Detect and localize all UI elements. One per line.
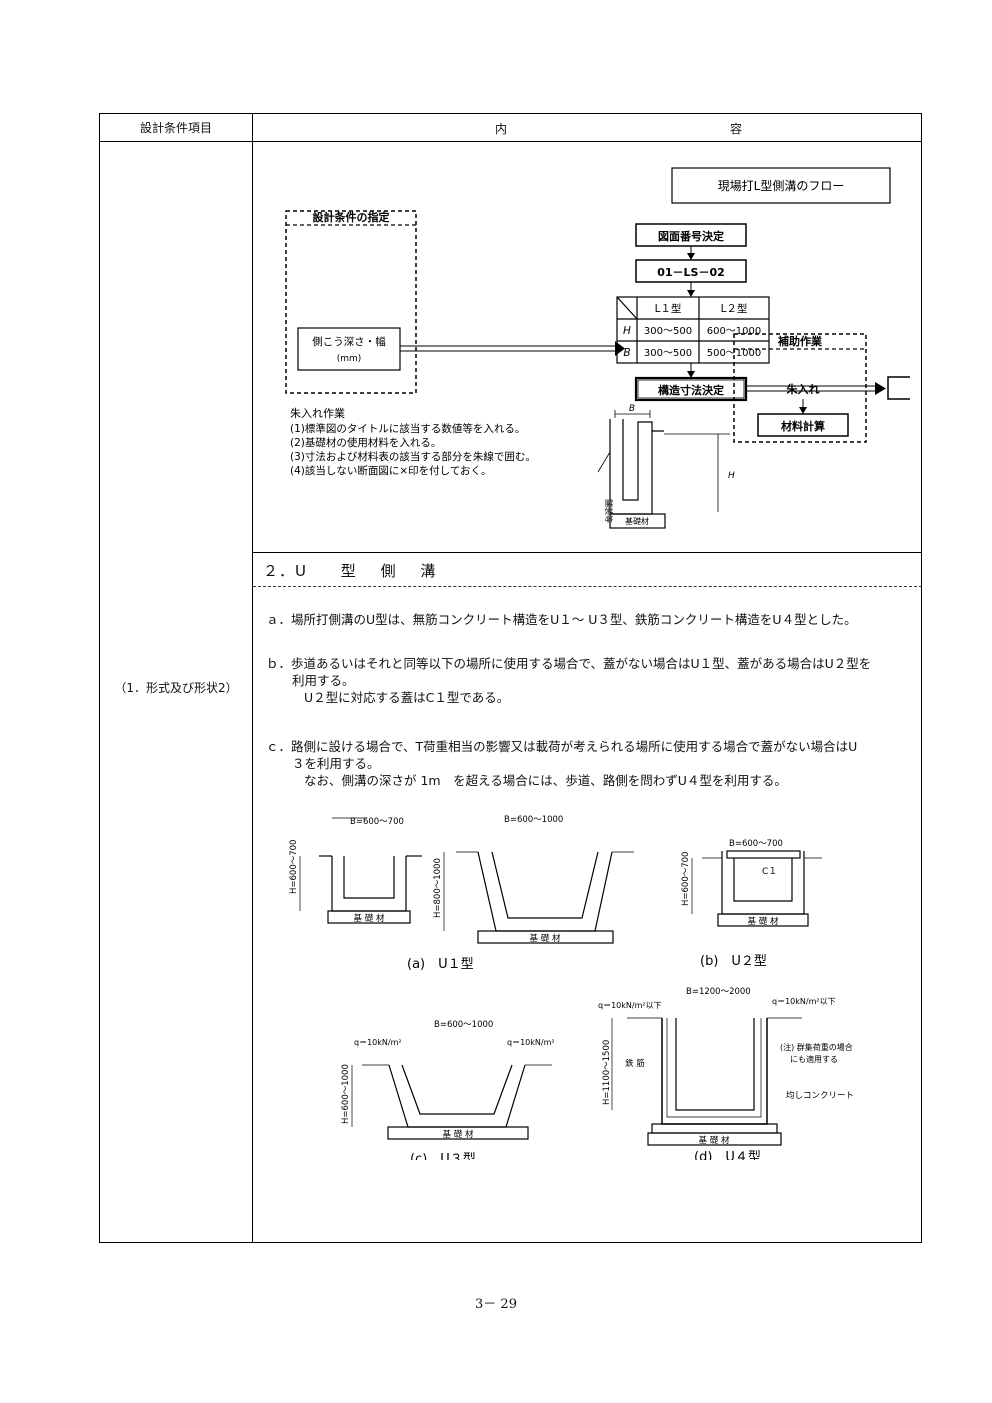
header-content-2: 容 [730,122,743,136]
u3-h-label: H=600～1000 [341,1064,351,1124]
u4-note-2: にも適用する [790,1054,838,1064]
h-l1: 300～500 [644,326,692,337]
paragraph-b-2: 利用する。 [292,673,355,688]
u4-q-left: q＝10kN/m²以下 [598,1001,662,1010]
u-type-figures: B=600～700 H=600～700 基 礎 材 B=600～1000 H=8… [289,815,854,1160]
h-l2: 600～1000 [707,326,762,337]
l-section-sketch [597,410,730,529]
header-design-condition: 設計条件項目 [139,121,212,135]
flow-title: 現場打L型側溝のフロー [718,179,845,193]
u2-caption: (b) U２型 [700,954,767,969]
u2-b-label: B=600～700 [729,839,783,849]
structure-decision-label: 構造寸法決定 [658,383,724,397]
dim-h: H [728,471,735,481]
flow-title-box [671,167,891,204]
l-dimension-table [616,296,770,364]
u2-base-label: 基 礎 材 [748,916,779,927]
col-l2: L２型 [721,302,748,315]
u2-lid-label: C１ [762,867,777,877]
figure-divider [253,552,922,553]
design-cond-label: 設計条件の指定 [313,210,390,224]
u4-base-label: 基 礎 材 [699,1135,730,1146]
side-label: （1．形式及び形状2） [114,681,238,695]
u1-base-label: 基 礎 材 [354,913,385,924]
material-calc-label: 材料計算 [781,419,825,433]
u1b-b-label: B=600～1000 [504,815,563,825]
u3-b-label: B=600～1000 [434,1020,493,1030]
paragraph-b-3: U２型に対応する蓋はC１型である。 [304,690,510,705]
u3-q-left: q＝10kN/m² [354,1038,402,1047]
design-cond-box [285,210,417,394]
depth-width-box [297,327,401,371]
header-divider [100,141,921,142]
u4-leveling-label: 均しコンクリート [786,1090,854,1101]
shuire-label: 朱入れ [786,382,820,396]
u4-b-label: B=1200～2000 [686,987,751,997]
u3-section [351,1064,552,1140]
section-dash-divider [253,586,922,587]
u4-caption: (d) U４型 [694,1150,761,1160]
u4-note-1: (注) 群集荷重の場合 [780,1042,853,1052]
notes-title: 朱入れ作業 [290,407,345,420]
unit-label: (mm) [337,354,362,364]
paragraph-b-1: ｂ．歩道あるいはそれと同等以下の場所に使用する場合で、蓋がない場合はU１型、蓋が… [266,656,872,671]
drawing-no-label: 01－LS－02 [657,266,725,279]
pavement-label: 舗装等 [604,499,614,523]
l-type-flow-diagram: 現場打L型側溝のフロー 設計条件の指定 側こう深さ・幅 (mm) 図面番号決定 … [285,167,910,529]
depth-width-label: 側こう深さ・幅 [312,335,386,348]
section-title-part: 型 [340,562,357,580]
row-h: H [623,325,631,337]
note-4: (4)該当しない断面図に×印を付しておく。 [290,464,492,477]
header-content-1: 内 [495,122,508,136]
u4-rebar-label: 鉄 筋 [625,1058,645,1069]
section-title-part: 側 [380,562,397,580]
page-number: 3－ 29 [475,1297,517,1312]
section-title-part: ２．U [263,562,307,580]
drawing-no-decision-label: 図面番号決定 [658,229,724,243]
u1-h-label: H=600～700 [289,840,299,894]
paragraph-c-2: ３を利用する。 [292,756,380,771]
u3-caption: (c) U３型 [410,1152,476,1160]
b-l2: 500～1000 [707,348,762,359]
u1-wide-section [443,851,634,944]
u4-section [611,1017,802,1146]
u1-b-label: B=600～700 [350,817,404,827]
material-calc-box [757,413,849,437]
u1-caption: (a) U１型 [407,957,474,972]
section-title: ２．U 型 側 溝 [263,560,436,581]
column-divider [252,114,253,1242]
col-l1: L１型 [655,302,682,315]
paragraph-c-3: なお、側溝の深さが 1m を超える場合には、歩道、路側を問わずU４型を利用する。 [304,773,787,788]
note-2: (2)基礎材の使用材料を入れる。 [290,436,441,449]
section-title-part: 溝 [420,562,437,580]
u2-section [691,850,822,927]
u1-section [299,817,422,924]
b-l1: 300～500 [644,348,692,359]
row-b: B [623,347,630,359]
u3-base-label: 基 礎 材 [443,1129,474,1140]
note-1: (1)標準図のタイトルに該当する数値等を入れる。 [290,422,525,435]
u3-q-right: q＝10kN/m² [507,1038,555,1047]
content-table: 設計条件項目 内 容 （1．形式及び形状2） 現場打L型側溝のフロー 設計条件の… [99,113,922,1243]
u4-q-right: q＝10kN/m²以下 [772,997,836,1006]
structure-decision-box [634,376,748,402]
u4-h-label: H=1100～1500 [602,1040,612,1105]
shuire-box [887,376,910,400]
note-3: (3)寸法および材料表の該当する部分を朱線で囲む。 [290,450,536,463]
dim-b: B [629,404,635,414]
l-base-label: 基礎材 [625,516,649,526]
aux-work-label: 補助作業 [777,334,823,348]
u1b-base-label: 基 礎 材 [530,933,561,944]
paragraph-c-1: ｃ．路側に設ける場合で、T荷重相当の影響又は載荷が考えられる場所に使用する場合で… [266,739,858,754]
paragraph-a: ａ．場所打側溝のU型は、無筋コンクリート構造をU１～ U３型、鉄筋コンクリート構… [266,612,857,627]
u2-h-label: H=600～700 [681,852,691,906]
u1b-h-label: H=800～1000 [433,858,443,918]
aux-work-box [733,333,867,443]
